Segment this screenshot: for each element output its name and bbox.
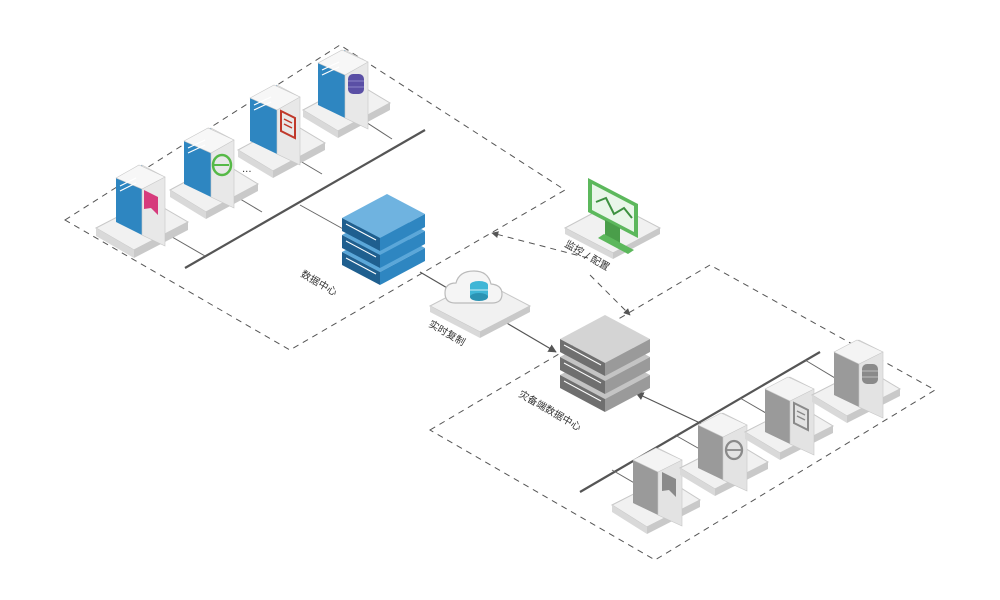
document-icon xyxy=(280,109,296,140)
backup-storage-hub xyxy=(560,315,650,412)
backup-server-database xyxy=(810,339,902,423)
backup-server-bookmark xyxy=(610,447,702,534)
ellipsis-label: ... xyxy=(242,164,252,175)
bookmark-icon xyxy=(144,190,158,215)
primary-server-bookmark xyxy=(94,164,190,258)
bookmark-icon xyxy=(662,472,676,497)
line-chart-monitor-icon xyxy=(588,178,638,254)
bus-to-hub-wire xyxy=(299,204,346,231)
primary-datacenter-label: 数据中心 xyxy=(299,267,340,298)
database-icon xyxy=(348,74,364,94)
backup-server-browser xyxy=(678,412,770,496)
primary-server-database xyxy=(301,49,392,138)
database-icon xyxy=(862,364,878,384)
browser-e-icon xyxy=(211,153,233,177)
primary-server-browser: ... xyxy=(168,127,260,219)
primary-server-document xyxy=(236,84,327,178)
monitor-to-primary-link xyxy=(491,231,589,259)
backup-server-document xyxy=(743,376,835,460)
primary-network-bus xyxy=(184,129,426,269)
monitor-node xyxy=(563,178,662,259)
document-icon xyxy=(793,401,809,432)
storage-stack-icon xyxy=(342,194,425,285)
cloud-database-icon xyxy=(444,270,503,304)
cloud-replication-node xyxy=(428,270,532,338)
monitor-to-backup-link xyxy=(589,274,631,316)
backup-network-bus xyxy=(579,351,821,493)
browser-e-icon xyxy=(724,439,744,461)
primary-storage-hub xyxy=(342,194,425,285)
